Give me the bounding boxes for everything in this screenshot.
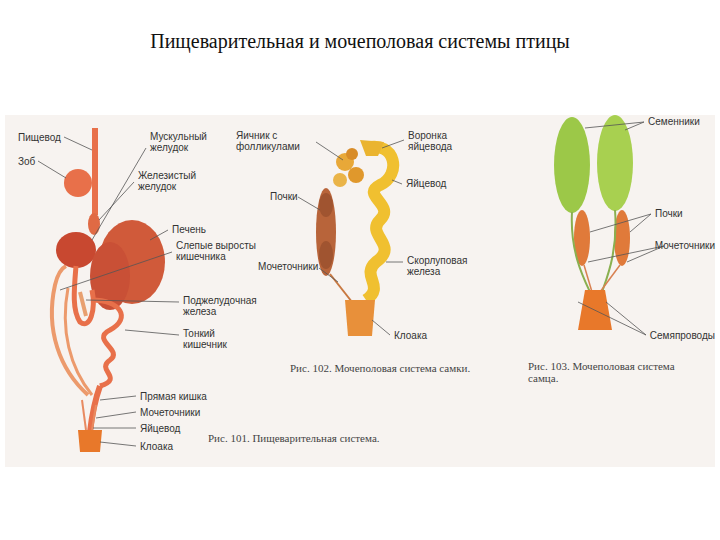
part-label: Почки	[655, 208, 683, 219]
part-label: Семяпроводы	[650, 330, 715, 341]
part-label: Семенники	[648, 116, 700, 127]
panel	[5, 115, 715, 467]
part-label: Яйцевод	[140, 423, 180, 434]
part-label: Пищевод	[18, 132, 61, 143]
part-label: Клоака	[140, 441, 173, 452]
part-label: Яичник с фолликулами	[236, 130, 314, 152]
part-label: Почки	[270, 191, 298, 202]
part-label: Яйцевод	[406, 178, 446, 189]
female-system	[316, 140, 393, 336]
part-label: Зоб	[18, 156, 35, 167]
part-label: Скорлуповая железа	[407, 255, 477, 277]
part-label: Мускульный желудок	[150, 131, 222, 153]
part-label: Прямая кишка	[140, 391, 207, 402]
leader-lines	[38, 122, 664, 446]
figure-caption: Рис. 103. Мочеполовая система самца.	[528, 360, 698, 384]
part-label: Мочеточники	[258, 261, 318, 272]
figure-caption: Рис. 101. Пищеварительная система.	[208, 432, 448, 444]
part-label: Слепые выросты кишечника	[176, 240, 260, 262]
part-label: Мочеточники	[655, 240, 715, 251]
part-label: Воронка яйцевода	[408, 130, 482, 152]
part-label: Мочеточники	[140, 407, 200, 418]
part-label: Поджелудочная железа	[183, 295, 269, 317]
page-title: Пищеварительная и мочеполовая системы пт…	[0, 30, 720, 53]
part-label: Печень	[172, 224, 206, 235]
part-label: Клоака	[394, 330, 427, 341]
part-label: Тонкий кишечник	[183, 328, 255, 350]
figure-caption: Рис. 102. Мочеполовая система самки.	[290, 362, 490, 374]
part-label: Железистый желудок	[138, 170, 210, 192]
